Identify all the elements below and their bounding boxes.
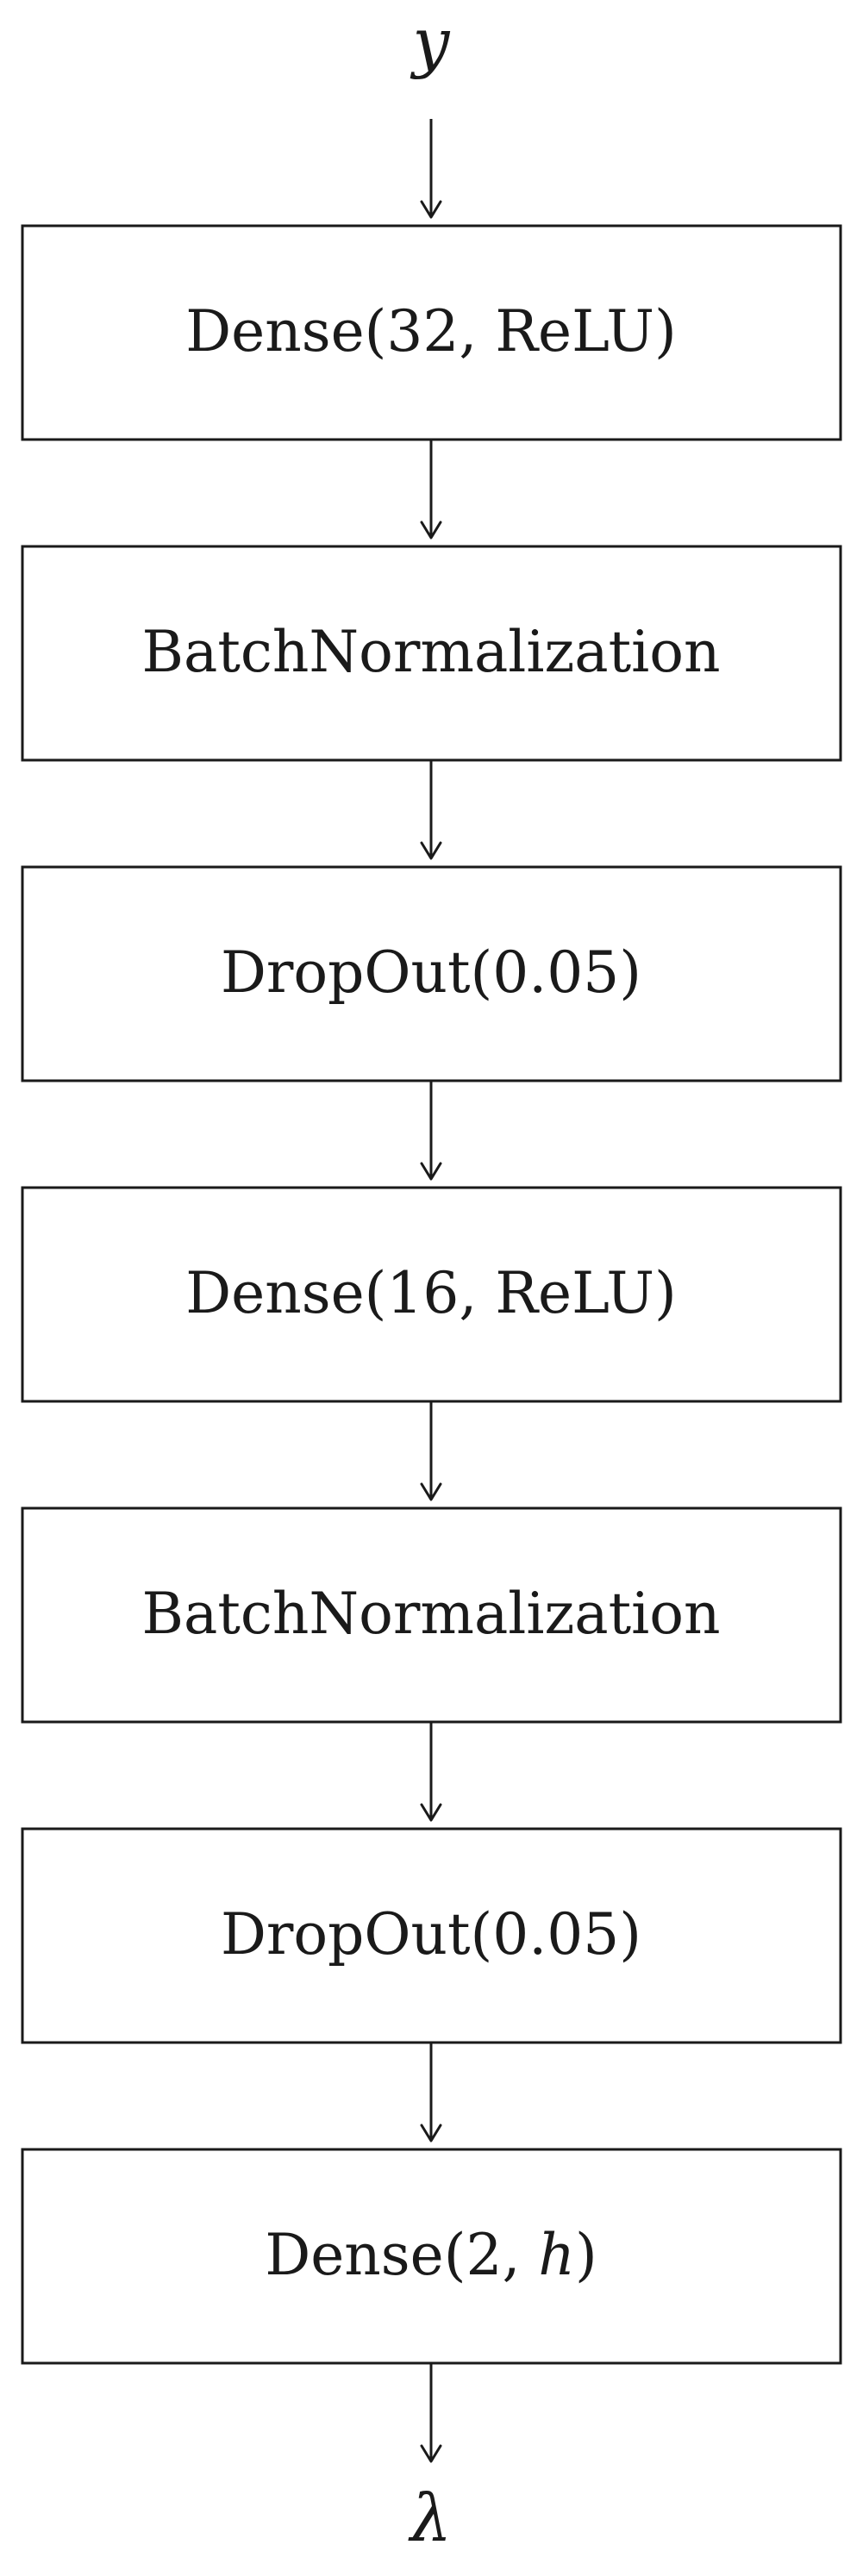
edge-layer-6-to-layer-7 [420, 2043, 442, 2143]
output-label: λ [408, 2479, 452, 2556]
layer-3-label: DropOut(0.05) [221, 939, 641, 1006]
layer-4-dense-16-relu: Dense(16, ReLU) [21, 1186, 842, 1403]
edge-layer-2-to-layer-3 [420, 760, 442, 860]
layer-5-label: BatchNormalization [141, 1581, 720, 1647]
layer-7-label: Dense(2, h) [265, 2222, 597, 2288]
layer-1-dense-32-relu: Dense(32, ReLU) [21, 224, 842, 441]
layer-2-label: BatchNormalization [141, 619, 720, 685]
layer-3-dropout: DropOut(0.05) [21, 865, 842, 1082]
edge-layer-3-to-layer-4 [420, 1081, 442, 1181]
layer-2-batch-normalization: BatchNormalization [21, 545, 842, 762]
layer-5-batch-normalization: BatchNormalization [21, 1506, 842, 1724]
edge-layer-1-to-layer-2 [420, 440, 442, 540]
layer-1-label: Dense(32, ReLU) [185, 298, 676, 365]
edge-layer-7-to-output [420, 2363, 442, 2463]
layer-6-box [21, 1827, 842, 2044]
input-label: y [410, 3, 451, 80]
layer-2-box [21, 545, 842, 762]
edge-layer-4-to-layer-5 [420, 1401, 442, 1501]
layer-7-dense-2-h: Dense(2, h) [21, 2148, 842, 2365]
edge-input-to-layer-1 [420, 119, 442, 219]
layer-5-box [21, 1506, 842, 1724]
layer-7-box [21, 2148, 842, 2365]
layer-4-box [21, 1186, 842, 1403]
layer-6-dropout: DropOut(0.05) [21, 1827, 842, 2044]
layer-4-label: Dense(16, ReLU) [185, 1260, 676, 1326]
layer-3-box [21, 865, 842, 1082]
layer-6-label: DropOut(0.05) [221, 1901, 641, 1968]
edge-layer-5-to-layer-6 [420, 1722, 442, 1822]
